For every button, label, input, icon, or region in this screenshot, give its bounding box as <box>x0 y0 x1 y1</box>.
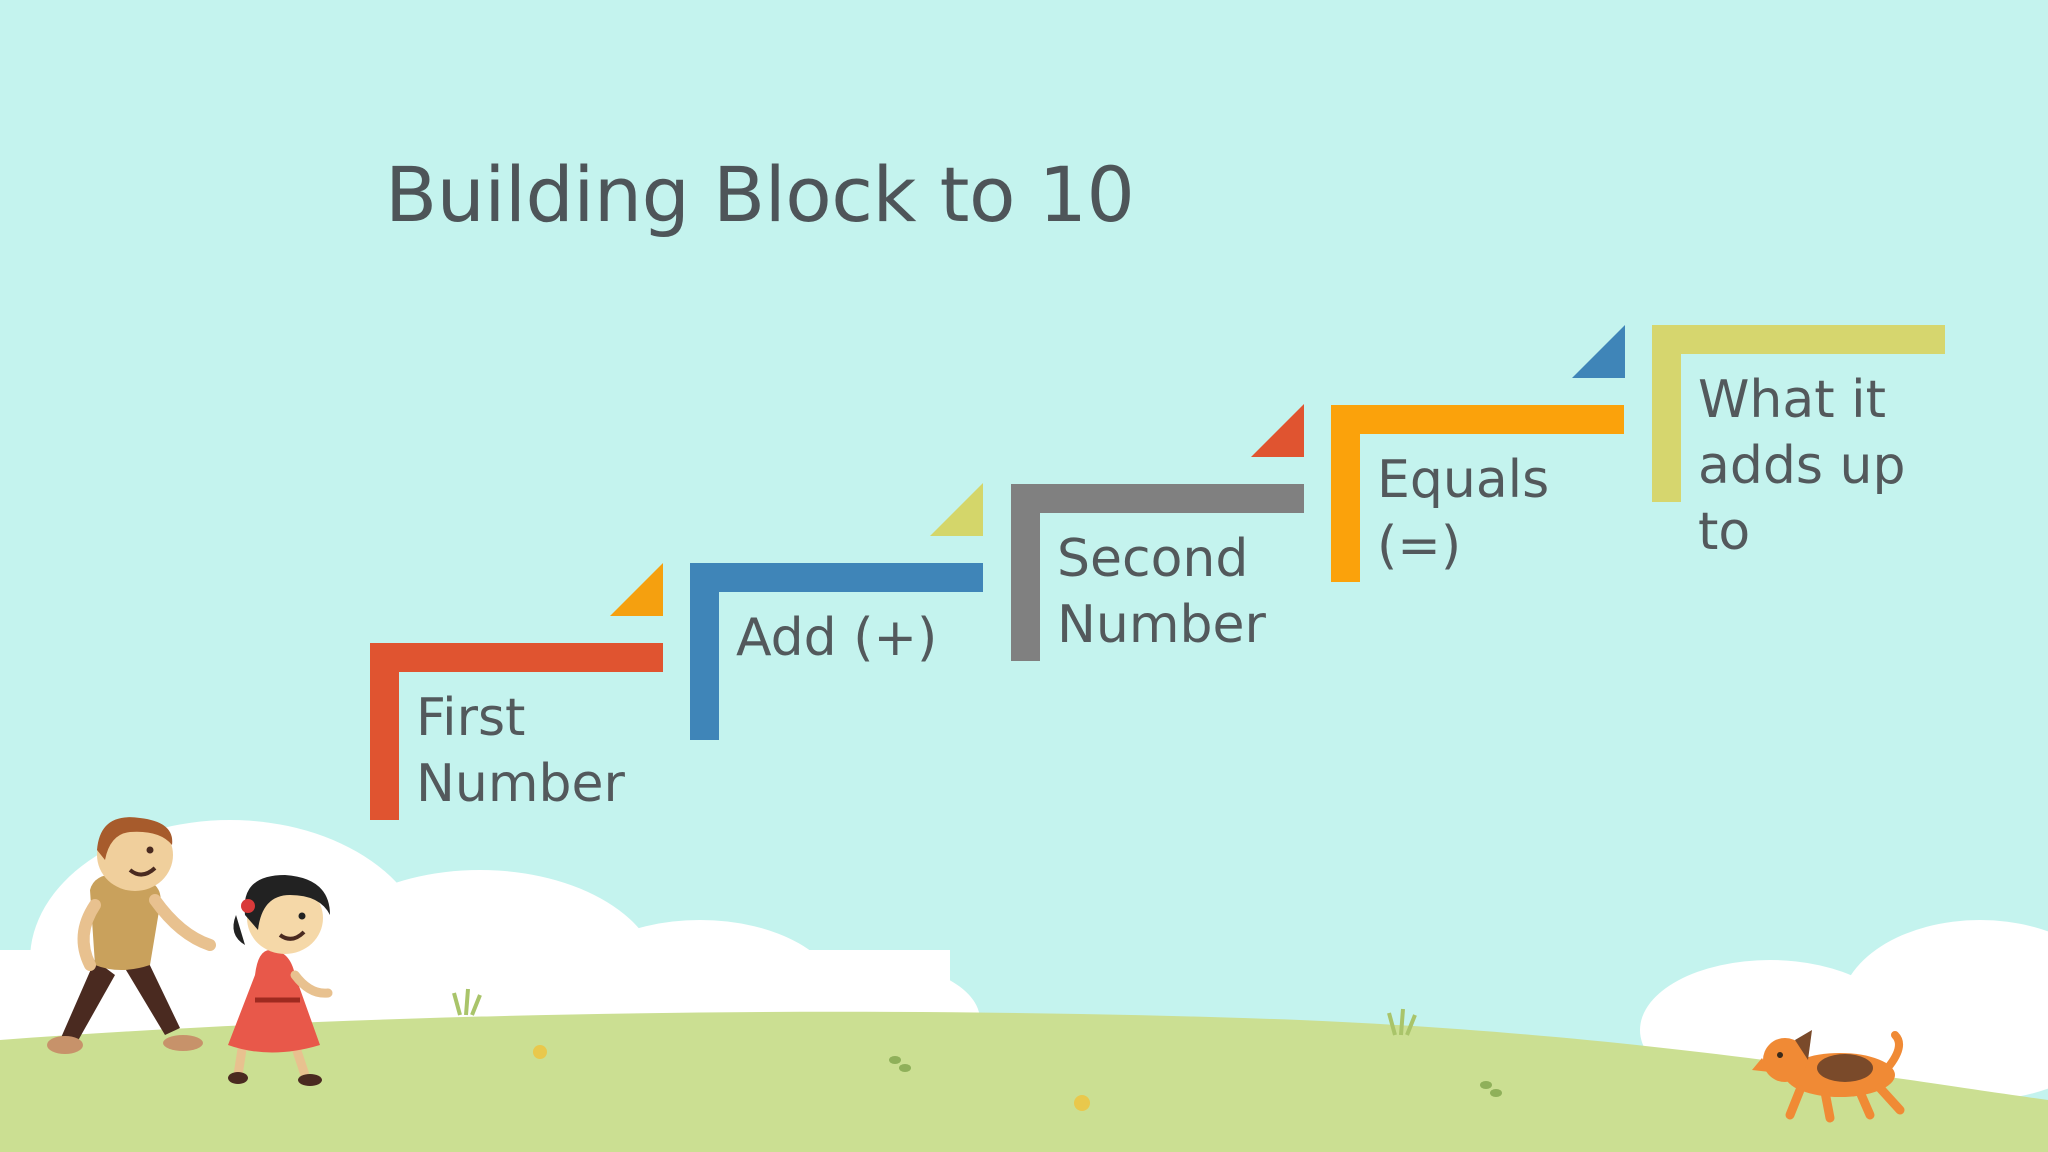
step-bracket-top <box>370 643 663 672</box>
step-label: Add (+) <box>736 605 937 671</box>
step-label: What it adds up to <box>1698 367 1905 565</box>
grass-tufts <box>452 988 1417 1036</box>
step-bracket-top <box>1011 484 1304 513</box>
step-accent-triangle <box>930 483 983 536</box>
step-accent-triangle <box>610 563 663 616</box>
step-accent-triangle <box>1572 325 1625 378</box>
step-label-line: Number <box>1057 595 1266 655</box>
step-bracket-side <box>1331 405 1360 582</box>
step-bracket-top <box>1652 325 1945 354</box>
step-bracket-side <box>370 643 399 820</box>
step-label-line: adds up <box>1698 436 1906 496</box>
step-bracket-side <box>1011 484 1040 661</box>
step-first-number: First Number <box>370 643 663 820</box>
step-bracket-top <box>1331 405 1624 434</box>
step-label-line: Second <box>1057 529 1249 589</box>
step-accent-triangle <box>1251 404 1304 457</box>
step-label: First Number <box>416 685 625 817</box>
step-equals: Equals (=) <box>1331 405 1624 582</box>
step-label: Equals (=) <box>1377 447 1549 579</box>
step-add: Add (+) <box>690 563 983 740</box>
step-label-line: Number <box>416 754 625 814</box>
step-bracket-side <box>1652 325 1681 502</box>
grass-hill <box>0 1011 2048 1152</box>
slide-title: Building Block to 10 <box>385 150 1135 239</box>
step-label-line: First <box>416 688 526 748</box>
step-what-it-adds-up-to: What it adds up to <box>1652 325 1945 562</box>
step-second-number: Second Number <box>1011 484 1304 661</box>
step-bracket-side <box>690 563 719 740</box>
step-bracket-top <box>690 563 983 592</box>
step-label-line: Equals <box>1377 450 1550 510</box>
step-label-line: to <box>1698 502 1751 562</box>
dog-icon <box>1752 1030 1905 1123</box>
girl-icon <box>228 875 333 1086</box>
step-label-line: Add (+) <box>736 608 938 668</box>
step-label: Second Number <box>1057 526 1266 658</box>
step-label-line: (=) <box>1377 516 1462 576</box>
flowers <box>533 1045 1090 1111</box>
sprouts <box>889 1056 1502 1097</box>
boy-icon <box>47 817 216 1054</box>
step-label-line: What it <box>1698 370 1886 430</box>
